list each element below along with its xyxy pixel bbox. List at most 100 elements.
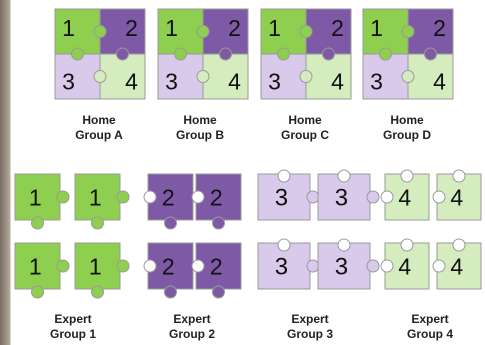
caption-line1: Expert bbox=[28, 312, 118, 327]
piece-number: 1 bbox=[165, 15, 178, 41]
piece-tab bbox=[72, 48, 84, 60]
piece-tab bbox=[307, 260, 319, 272]
piece-tab bbox=[323, 48, 335, 60]
piece-tab bbox=[32, 217, 44, 229]
puzzle-piece: 3 bbox=[55, 54, 100, 99]
piece-number: 4 bbox=[398, 253, 411, 279]
puzzle-piece: 1 bbox=[55, 9, 100, 54]
piece-number: 2 bbox=[162, 184, 175, 210]
piece-number: 2 bbox=[331, 15, 344, 41]
caption-line1: Expert bbox=[385, 312, 475, 327]
piece-tab bbox=[197, 26, 209, 38]
piece-notch bbox=[144, 191, 156, 203]
piece-tab bbox=[94, 26, 106, 38]
piece-number: 4 bbox=[450, 184, 463, 210]
caption-line2: Group 2 bbox=[147, 327, 237, 342]
piece-number: 4 bbox=[450, 253, 463, 279]
puzzle-piece: 2 bbox=[203, 9, 248, 54]
piece-number: 2 bbox=[228, 15, 241, 41]
piece-notch bbox=[192, 191, 204, 203]
piece-tab bbox=[367, 260, 379, 272]
puzzle-piece: 4 bbox=[100, 54, 145, 99]
puzzle-piece: 1 bbox=[363, 9, 408, 54]
piece-number: 3 bbox=[275, 185, 288, 212]
piece-number: 4 bbox=[433, 68, 446, 94]
piece-number: 3 bbox=[370, 68, 383, 94]
caption-line2: Group A bbox=[54, 128, 144, 143]
piece-notch bbox=[278, 170, 290, 182]
caption-line1: Home bbox=[260, 113, 350, 128]
piece-number: 2 bbox=[162, 253, 175, 279]
piece-tab bbox=[117, 48, 129, 60]
piece-notch bbox=[401, 170, 413, 182]
piece-tab bbox=[57, 191, 69, 203]
piece-notch bbox=[278, 239, 290, 251]
piece-notch bbox=[453, 170, 465, 182]
caption-line2: Group B bbox=[155, 128, 245, 143]
piece-tab bbox=[197, 71, 209, 83]
piece-number: 3 bbox=[335, 185, 348, 212]
caption-line2: Group 4 bbox=[385, 327, 475, 342]
puzzle-piece: 4 bbox=[408, 54, 453, 99]
piece-notch bbox=[433, 191, 445, 203]
puzzle-piece: 1 bbox=[158, 9, 203, 54]
piece-tab bbox=[213, 217, 225, 229]
piece-number: 4 bbox=[228, 68, 241, 94]
piece-number: 1 bbox=[62, 15, 75, 41]
piece-number: 4 bbox=[331, 68, 344, 94]
caption-line2: Group D bbox=[362, 128, 452, 143]
piece-notch bbox=[144, 260, 156, 272]
caption-line2: Group 1 bbox=[28, 327, 118, 342]
piece-tab bbox=[213, 286, 225, 298]
piece-notch bbox=[381, 260, 393, 272]
piece-number: 3 bbox=[62, 68, 75, 94]
puzzle-piece: 4 bbox=[203, 54, 248, 99]
puzzle-piece: 2 bbox=[100, 9, 145, 54]
expert-piece-set: 4 4 4 4 bbox=[381, 170, 481, 289]
puzzle-piece: 3 bbox=[158, 54, 203, 99]
piece-tab bbox=[380, 48, 392, 60]
expert-group-1-caption: Expert Group 1 bbox=[28, 312, 118, 342]
puzzle-piece: 2 bbox=[306, 9, 351, 54]
piece-tab bbox=[165, 217, 177, 229]
piece-notch bbox=[453, 239, 465, 251]
piece-tab bbox=[278, 48, 290, 60]
piece-tab bbox=[32, 286, 44, 298]
puzzle-piece: 1 bbox=[75, 243, 120, 289]
caption-line2: Group 3 bbox=[265, 327, 355, 342]
piece-tab bbox=[402, 71, 414, 83]
expert-piece-set: 3 3 3 3 bbox=[258, 170, 379, 289]
piece-notch bbox=[401, 239, 413, 251]
piece-notch bbox=[433, 260, 445, 272]
caption-line1: Home bbox=[362, 113, 452, 128]
piece-tab bbox=[117, 260, 129, 272]
piece-number: 3 bbox=[275, 254, 288, 281]
expert-group-3-caption: Expert Group 3 bbox=[265, 312, 355, 342]
piece-number: 4 bbox=[125, 68, 138, 94]
piece-number: 1 bbox=[89, 184, 102, 210]
caption-line2: Group C bbox=[260, 128, 350, 143]
piece-number: 3 bbox=[268, 68, 281, 94]
piece-notch bbox=[338, 239, 350, 251]
puzzle-piece: 4 bbox=[306, 54, 351, 99]
puzzle-piece: 3 bbox=[261, 54, 306, 99]
home-group-d-caption: Home Group D bbox=[362, 113, 452, 143]
expert-group-4-caption: Expert Group 4 bbox=[385, 312, 475, 342]
piece-number: 2 bbox=[210, 253, 223, 279]
piece-number: 2 bbox=[210, 184, 223, 210]
piece-number: 3 bbox=[165, 68, 178, 94]
expert-piece-set: 2 2 2 2 bbox=[144, 174, 241, 298]
home-group-a-caption: Home Group A bbox=[54, 113, 144, 143]
piece-tab bbox=[92, 286, 104, 298]
piece-number: 3 bbox=[335, 254, 348, 281]
puzzle-piece: 1 bbox=[15, 243, 60, 289]
home-group-b-caption: Home Group B bbox=[155, 113, 245, 143]
puzzle-piece: 2 bbox=[408, 9, 453, 54]
piece-number: 4 bbox=[398, 184, 411, 210]
piece-tab bbox=[175, 48, 187, 60]
